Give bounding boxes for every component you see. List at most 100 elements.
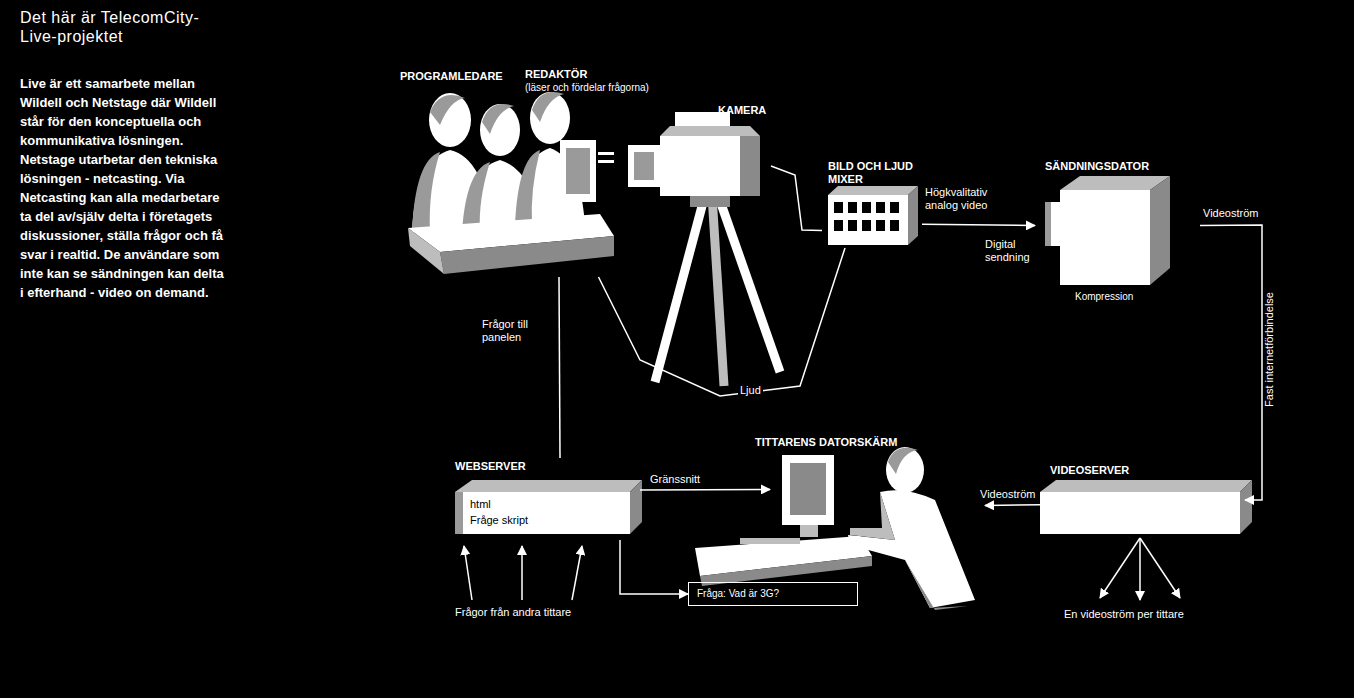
presenters-part <box>560 140 596 202</box>
broadcast-computer <box>1045 176 1170 285</box>
node-text: REDAKTÖR <box>525 68 587 81</box>
connector <box>1200 225 1262 500</box>
component-node: PROGRAMLEDARE REDAKTÖR(läser och fördelar… <box>395 60 690 277</box>
broadcast-computer-part <box>1060 190 1150 285</box>
camera-part <box>690 195 730 207</box>
node-text: PROGRAMLEDARE <box>400 70 503 83</box>
viewer <box>695 447 975 610</box>
node-text: Fråga: Vad är 3G? <box>697 588 779 600</box>
viewer-question-arrows-part <box>572 546 582 600</box>
webserver-box-part <box>455 492 630 534</box>
note-label: Live är ett samarbete mellan Wildell och… <box>20 74 225 302</box>
node-text: VIDEOSERVER <box>1050 464 1129 477</box>
note-label: Fast internetförbindelse <box>1263 292 1276 407</box>
presenters-part <box>440 236 614 274</box>
presenters-part <box>532 92 564 122</box>
connector <box>922 224 1035 225</box>
mixer-part <box>828 195 908 245</box>
component-node: BILD OCH LJUD MIXER <box>822 160 922 248</box>
node-text: html <box>470 498 491 511</box>
camera-part <box>740 136 760 196</box>
mixer-part <box>834 202 904 238</box>
camera-part <box>718 195 780 372</box>
webserver-box-part <box>630 480 642 534</box>
broadcast-computer-part <box>1045 202 1063 246</box>
node-text: WEBSERVER <box>455 460 526 473</box>
node-text: KAMERA <box>718 104 766 117</box>
component-node: Fråga: Vad är 3G? <box>688 582 858 606</box>
viewer-question-arrows-part <box>464 546 472 600</box>
component-node: SÄNDNINGSDATOR Kompression <box>1035 158 1200 308</box>
presenters-part <box>430 95 465 125</box>
webserver-box-part <box>455 492 463 534</box>
node-text: (läser och fördelar frågorna) <box>525 82 649 94</box>
edge-label: Videoström <box>980 488 1035 501</box>
per-viewer-stream-arrows-part <box>1139 538 1141 600</box>
note-label: Digital sendning <box>985 238 1040 264</box>
viewer-part <box>886 447 924 493</box>
videoserver-box-part <box>1040 480 1252 492</box>
viewer-part <box>888 448 918 474</box>
broadcast-computer-part <box>1150 176 1170 285</box>
camera-part <box>634 152 654 180</box>
per-viewer-stream-arrows <box>1100 538 1180 600</box>
camera-part <box>660 136 760 196</box>
viewer-part <box>800 525 818 537</box>
presenters-part <box>408 228 444 274</box>
mixer-part <box>908 186 918 245</box>
connector <box>985 504 1040 506</box>
videoserver-box-part <box>1240 480 1252 534</box>
note-label: Frågor från andra tittare <box>455 606 571 619</box>
presenters-part <box>530 92 570 144</box>
presenters-part <box>515 150 540 225</box>
connector <box>559 277 560 458</box>
presenters-part <box>566 148 590 194</box>
presenters-part <box>598 152 614 155</box>
viewer-part <box>740 538 800 544</box>
edge-label: Ljud <box>738 384 763 397</box>
viewer-part <box>850 492 895 540</box>
connector <box>771 166 822 230</box>
node-text: SÄNDNINGSDATOR <box>1045 160 1149 173</box>
node-text: Kompression <box>1075 291 1133 303</box>
broadcast-computer-part <box>1045 202 1051 246</box>
component-node: KAMERA <box>620 100 771 387</box>
presenters-part <box>429 93 471 147</box>
presenters-part <box>482 104 514 134</box>
connector <box>599 248 846 396</box>
component-node: VIDEOSERVER <box>1040 460 1245 540</box>
viewer-part <box>790 463 826 515</box>
edge-label: Gränssnitt <box>650 473 700 486</box>
viewer-part <box>782 455 834 525</box>
camera-part <box>660 126 760 136</box>
diagram-title: Det här är TelecomCity-Live-projektet <box>20 8 235 46</box>
viewer-question-arrows <box>464 546 582 600</box>
presenters-part <box>598 160 614 163</box>
presenters-part <box>462 162 490 232</box>
presenters <box>408 92 614 274</box>
node-text: BILD OCH LJUD MIXER <box>828 160 918 186</box>
per-viewer-stream-arrows-part <box>1140 538 1180 598</box>
mixer-part <box>828 186 918 195</box>
camera-part <box>712 195 724 386</box>
note-label: En videoström per tittare <box>1064 608 1184 621</box>
per-viewer-stream-arrows-part <box>1100 538 1140 598</box>
viewer-part <box>848 490 975 608</box>
component-node: WEBSERVER htmlFråge skript <box>450 458 640 540</box>
connector <box>620 540 688 594</box>
camera-part <box>628 145 660 187</box>
edge-label: Högkvalitativ analog video <box>925 186 1005 212</box>
presenters-part <box>480 104 520 156</box>
webserver-box <box>455 480 642 534</box>
camera <box>628 112 780 386</box>
component-node: TITTARENS DATORSKÄRM <box>770 430 985 575</box>
viewer-part <box>905 560 968 610</box>
edge-label: Frågor till panelen <box>482 318 556 344</box>
node-text: Fråge skript <box>470 514 528 527</box>
mixer <box>828 186 918 245</box>
node-text: TITTARENS DATORSKÄRM <box>755 436 897 449</box>
videoserver-box-part <box>1040 492 1240 534</box>
edge-label: Videoström <box>1203 207 1258 220</box>
camera-part <box>655 195 705 382</box>
webserver-box-part <box>455 480 642 492</box>
